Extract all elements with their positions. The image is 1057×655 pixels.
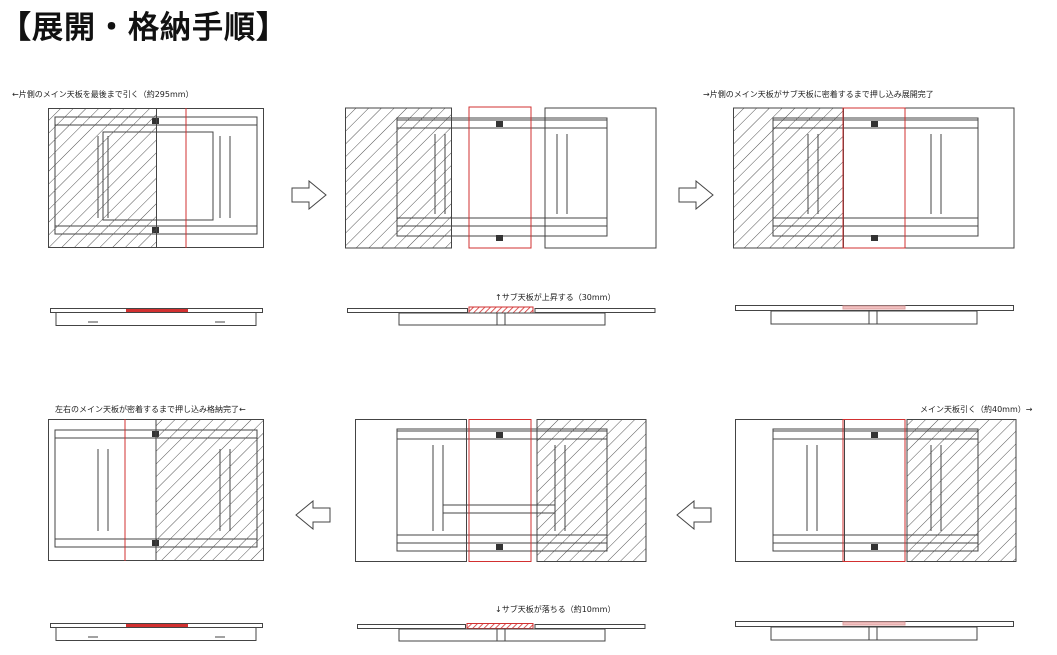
arrow-left-icon [676, 499, 712, 534]
arrow-left-icon [295, 499, 331, 534]
sub-up-caption: ↑サブ天板が上昇する（30mm） [495, 293, 616, 302]
step1-top-view [48, 108, 264, 248]
step3-side-view [735, 305, 1015, 331]
step2-side-view [347, 303, 657, 331]
step4-top-view [735, 419, 1017, 563]
sub-down-caption: ↓サブ天板が落ちる（約10mm） [495, 605, 616, 614]
step6-side-view [50, 623, 264, 647]
step3-top-view [733, 106, 1015, 250]
step1-side-view [50, 308, 264, 332]
step3-caption: →片側のメイン天板がサブ天板に密着するまで押し込み展開完了 [703, 90, 934, 99]
step6-top-view [48, 419, 264, 561]
arrow-right-icon [291, 179, 327, 214]
step2-top-view [345, 106, 657, 250]
step5-side-view [357, 619, 647, 647]
arrow-right-icon [678, 179, 714, 214]
step4-side-view [735, 621, 1015, 647]
step5-top-view [355, 419, 647, 563]
step6-caption: 左右のメイン天板が密着するまで押し込み格納完了← [55, 405, 246, 414]
step4-caption: メイン天板引く（約40mm）→ [920, 405, 1033, 414]
page-title: 【展開・格納手順】 [0, 10, 288, 46]
step1-caption: ←片側のメイン天板を最後まで引く（約295mm） [12, 90, 194, 99]
